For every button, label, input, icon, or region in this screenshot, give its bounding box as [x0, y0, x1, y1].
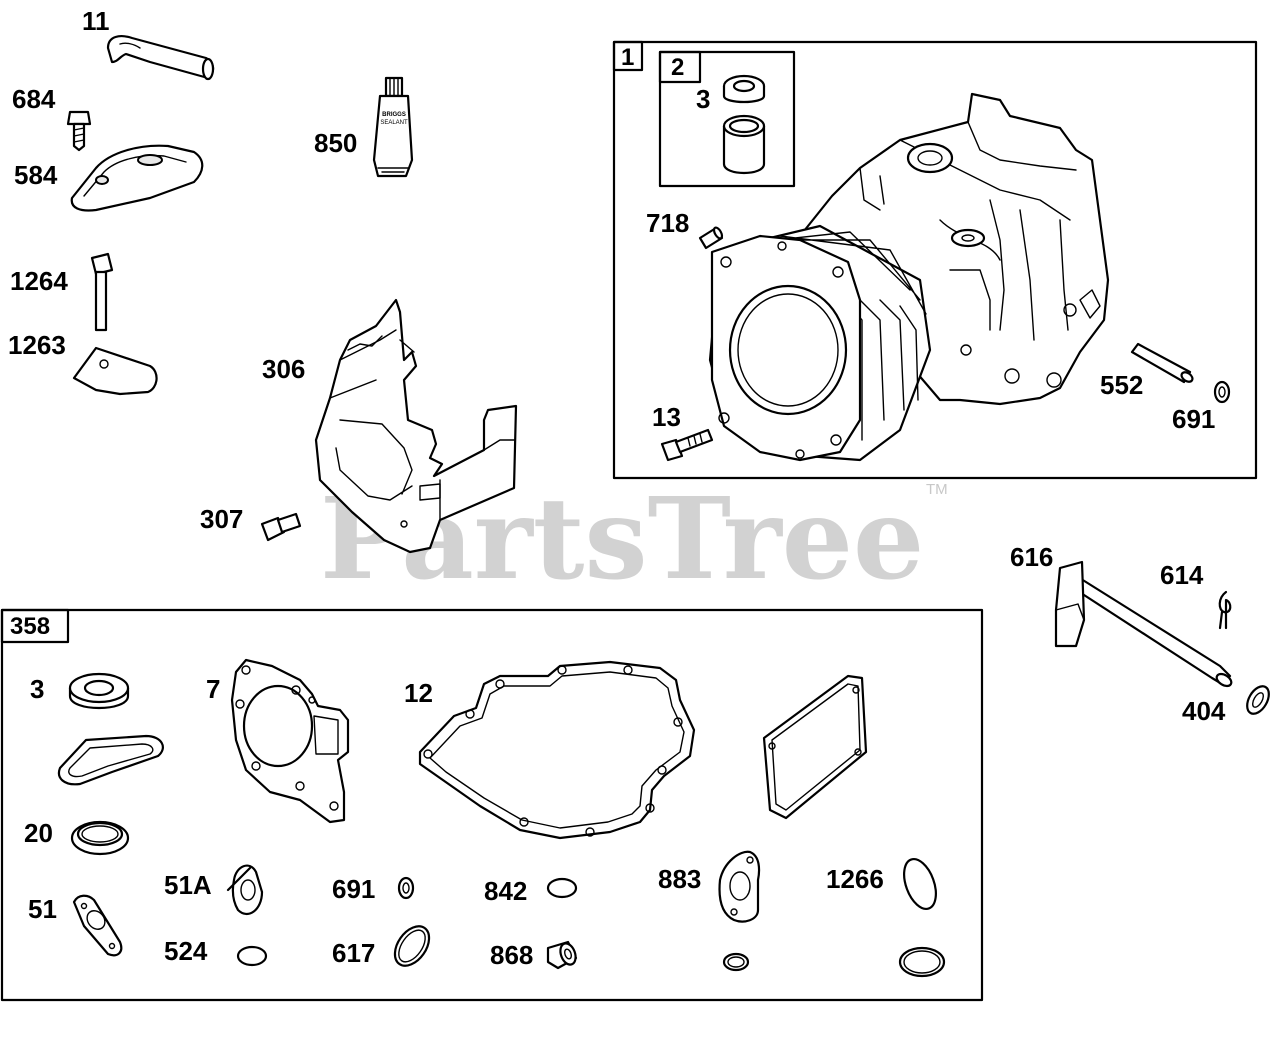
sub-assembly-box-2 [658, 50, 796, 188]
part-307-bolt[interactable] [260, 512, 302, 542]
callout-691-box1: 691 [1172, 404, 1215, 434]
part-valve-cover-gasket[interactable] [762, 674, 868, 820]
callout-7: 7 [206, 674, 220, 704]
part-868-bushing[interactable] [546, 940, 578, 970]
part-584-cover[interactable] [70, 144, 204, 212]
part-1266-o-ring[interactable] [898, 855, 942, 913]
part-842-o-ring[interactable] [546, 877, 578, 899]
part-12-sump-gasket[interactable] [418, 660, 696, 840]
part-718-pin[interactable] [698, 226, 724, 250]
callout-616: 616 [1010, 542, 1053, 572]
callout-51: 51 [28, 894, 57, 924]
part-1-cylinder-block[interactable] [708, 92, 1110, 462]
callout-691: 691 [332, 874, 375, 904]
part-7-head-gasket[interactable] [230, 658, 350, 824]
part-large-ring[interactable] [898, 946, 946, 978]
watermark-trademark: TM [926, 481, 948, 498]
callout-1264: 1264 [10, 266, 68, 296]
part-breather-gasket[interactable] [57, 734, 164, 786]
callout-883: 883 [658, 864, 701, 894]
callout-614: 614 [1160, 560, 1204, 590]
callout-617: 617 [332, 938, 375, 968]
part-691-seal[interactable] [1213, 380, 1231, 404]
callout-20: 20 [24, 818, 53, 848]
part-614-clip[interactable] [1218, 590, 1232, 630]
gasket-set-box [0, 608, 984, 1002]
part-524-o-ring[interactable] [236, 945, 268, 967]
tube-text-1: BRIGGS [382, 112, 406, 118]
callout-1266: 1266 [826, 864, 884, 894]
box-2-tab [658, 50, 702, 84]
callout-51A: 51A [164, 870, 212, 900]
part-850-sealant-tube[interactable]: BRIGGS SEALANT [372, 76, 414, 178]
part-13-bolt[interactable] [660, 428, 714, 462]
callout-404: 404 [1182, 696, 1226, 726]
callout-842: 842 [484, 876, 527, 906]
callout-552: 552 [1100, 370, 1143, 400]
callout-11: 11 [82, 6, 110, 36]
part-3-seal[interactable] [722, 74, 766, 104]
gasket-box-title: 358 [10, 613, 50, 640]
callout-3-in-box: 3 [696, 84, 710, 114]
part-617-o-ring[interactable] [388, 920, 436, 972]
part-616-governor-shaft[interactable] [1054, 560, 1233, 688]
callout-1263: 1263 [8, 330, 66, 360]
callout-12: 12 [404, 678, 433, 708]
box-1-tab [612, 40, 644, 72]
callout-524: 524 [164, 936, 208, 966]
part-684-screw[interactable] [66, 110, 92, 152]
tube-text-2: SEALANT [380, 120, 408, 126]
callout-850: 850 [314, 128, 357, 158]
box-358-tab [0, 608, 70, 644]
part-11-breather-tube[interactable] [106, 35, 215, 81]
part-bushing[interactable] [722, 114, 766, 175]
part-1264-bolt[interactable] [90, 252, 114, 332]
part-20-oil-seal[interactable] [70, 820, 130, 856]
callout-584: 584 [14, 160, 58, 190]
part-small-ring[interactable] [722, 952, 750, 972]
part-404-washer[interactable] [1243, 683, 1274, 718]
part-51-gasket[interactable] [72, 894, 123, 957]
part-51A-gasket[interactable] [226, 864, 264, 916]
part-306-shield[interactable] [314, 298, 518, 554]
part-883-gasket[interactable] [718, 850, 761, 923]
callout-3: 3 [30, 674, 44, 704]
callout-868: 868 [490, 940, 533, 970]
part-552-dowel[interactable] [1130, 342, 1194, 384]
callout-684: 684 [12, 84, 56, 114]
part-3-oil-seal[interactable] [68, 672, 130, 710]
cylinder-box-title: 1 [621, 44, 634, 71]
sub-box-title: 2 [671, 54, 684, 81]
part-691-valve-seal[interactable] [397, 876, 415, 900]
callout-307: 307 [200, 504, 243, 534]
cylinder-assembly-box [612, 40, 1258, 480]
part-1263-plate[interactable] [72, 346, 158, 396]
callout-306: 306 [262, 354, 305, 384]
callout-718: 718 [646, 208, 689, 238]
callout-13: 13 [652, 402, 681, 432]
